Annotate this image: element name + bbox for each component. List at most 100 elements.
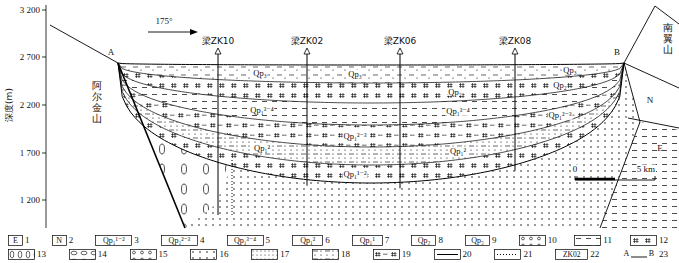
swatch-box [69,250,95,260]
swatch-box [9,250,35,260]
scale-bar [575,176,655,180]
borehole-mark [304,48,310,54]
stratum-boundary [118,63,624,125]
swatch-box [466,235,490,245]
section-end-label: B [614,48,620,57]
depth-tick-label: 2 700 [20,53,40,62]
legend-sample-text: Qp₁³⁻⁴ [234,237,256,245]
legend-number: 10 [548,235,557,246]
legend-swatch [312,249,339,261]
borehole-line [307,49,308,186]
stratum-boundary [118,63,624,183]
legend-item: 10 [519,235,560,246]
borehole-mark [397,48,403,54]
legend-number: 6 [325,235,330,246]
legend-swatch [373,249,400,261]
legend-item: 15 [130,249,171,260]
swatch-box [556,250,588,260]
swatch-dotted [497,254,518,255]
legend-number: 17 [280,249,289,260]
legend-number: 22 [590,249,599,260]
borehole-label: 梁ZK02 [290,37,325,46]
swatch-box [631,235,657,245]
axis-tick [42,200,46,201]
swatch-box [227,235,263,245]
legend-swatch [69,249,96,261]
legend-item: 1 [8,235,37,246]
legend-swatch [494,249,521,261]
stratum-label: Qp₁³⁻⁴ [445,107,470,116]
mountain-name: 阿尔金山 [92,80,102,124]
legend-number: 4 [200,235,205,246]
section-end-label: A [108,48,115,57]
legend-sample-text: Qp₁¹ [360,237,375,245]
swatch-box [52,235,66,245]
legend-item: 12 [630,235,671,246]
legend-sample-text: Qp₂ [418,237,431,245]
legend-number: 13 [37,249,46,260]
borehole-line [515,49,516,171]
legend-number: 5 [266,235,271,246]
stratum-label: Qp₁² [253,144,271,153]
legend-swatch [130,249,157,261]
legend-sample-text: N [56,237,62,245]
legend-item: 19 [373,249,414,260]
scale-label: 5 km [636,165,656,174]
legend-swatch [251,249,278,261]
borehole-mark [512,48,518,54]
legend-item: 16 [190,249,231,260]
legend-item: 2 [52,235,81,246]
axis-tick [42,57,46,58]
swatch-box [434,250,460,260]
legend-item: 17 [251,249,292,260]
legend-sample-text: ZK02 [563,251,581,259]
borehole-label: 梁ZK06 [383,37,418,46]
stratum-boundary [118,63,624,65]
swatch-box [575,235,601,245]
stratum-label: Qp₃ [252,69,267,78]
legend-item: 21 [494,249,535,260]
geologic-line [118,63,185,228]
legend-number: 12 [659,235,668,246]
legend-swatch [574,235,601,247]
swatch-box [519,235,545,245]
legend-number: 1 [25,235,30,246]
stratum-layer [118,63,624,183]
legend-number: 11 [603,235,612,246]
borehole-label: 梁ZK08 [498,37,533,46]
stratum-label: Qp₃ [347,70,362,79]
legend-number: 14 [98,249,107,260]
legend-number: 18 [341,249,350,260]
borehole-line [218,49,219,215]
legend-sample-text: Qp₁² [300,237,315,245]
direction-label: 175° [155,17,172,26]
stratum-boundary [118,63,624,147]
swatch-box [373,250,399,260]
legend-item: 8 [411,235,450,246]
legend-number: 19 [402,249,411,260]
legend-number: 3 [134,235,139,246]
depth-axis [46,5,47,228]
swatch-box [352,235,382,245]
swatch-box [130,250,156,260]
legend-swatch [8,249,35,261]
axis-title: 深度(m) [5,88,14,122]
legend-sample-text: Qp₃ [471,237,484,245]
swatch-box [293,235,323,245]
stratum-boundary [118,63,624,83]
arrow-head [190,29,198,35]
geologic-line [624,6,679,63]
swatch-line [437,254,458,255]
legend-sample-text: E [13,237,18,245]
legend-swatch [190,249,217,261]
stratum-boundary [118,63,624,165]
legend-number: 16 [219,249,228,260]
geologic-line [50,25,118,63]
stratum-label: Qp₁¹⁻² [343,170,368,179]
geology [42,5,679,228]
legend-item: 13 [8,249,49,260]
formation-label: E [657,144,663,153]
legend-sample-text: Qp₁¹⁻² [103,237,125,245]
inferred-line [232,160,233,215]
